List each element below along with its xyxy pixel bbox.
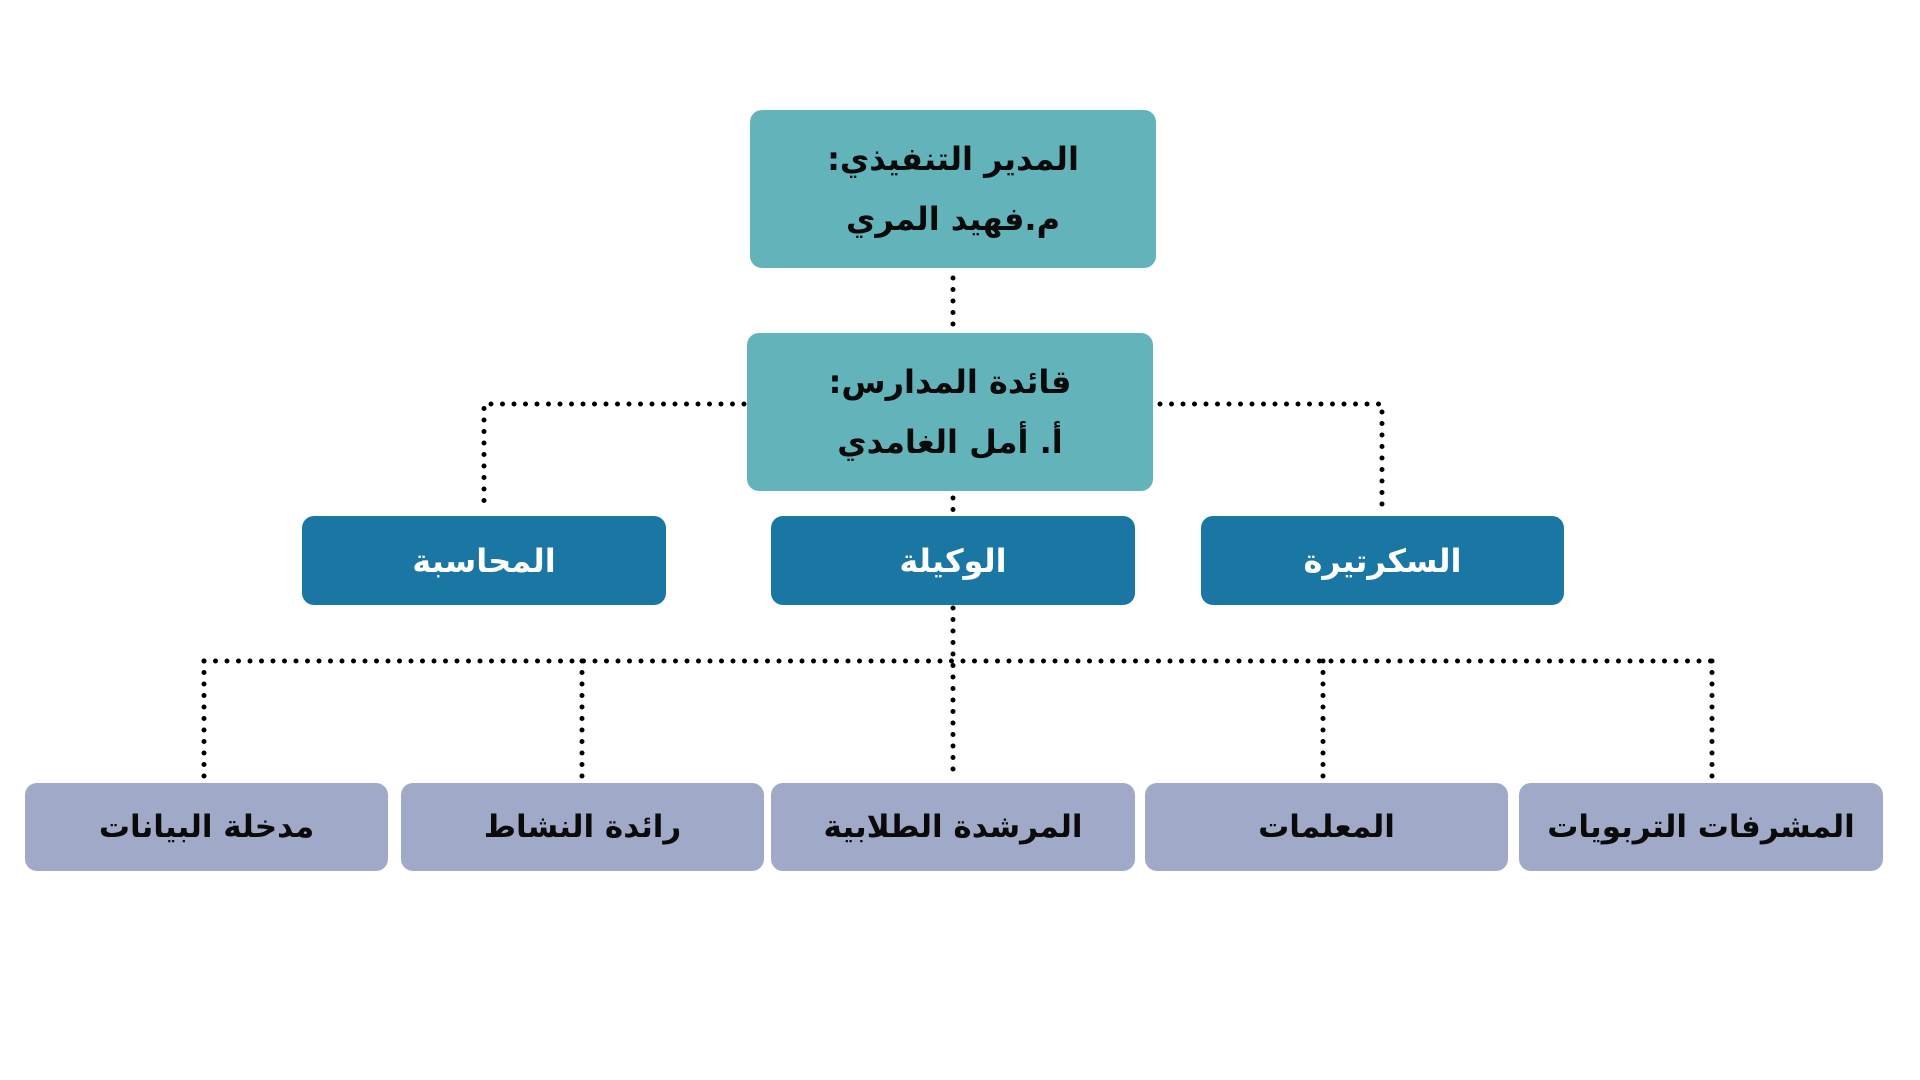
student-counselor-box: المرشدة الطلابية	[771, 783, 1135, 871]
activity-leader-label: رائدة النشاط	[483, 809, 682, 845]
activity-leader-box: رائدة النشاط	[401, 783, 764, 871]
supervisors-box: المشرفات التربويات	[1519, 783, 1883, 871]
deputy-box: الوكيلة	[771, 516, 1135, 605]
accounting-box: المحاسبة	[302, 516, 666, 605]
schools-leader-name: أ. أمل الغامدي	[837, 423, 1063, 461]
deputy-label: الوكيلة	[899, 541, 1007, 580]
connector-leader-to-secretary	[1157, 401, 1385, 511]
teachers-label: المعلمات	[1258, 809, 1395, 845]
executive-title: المدير التنفيذي:	[827, 140, 1079, 178]
connector-leader-to-accounting	[481, 401, 747, 511]
teachers-box: المعلمات	[1145, 783, 1508, 871]
data-entry-box: مدخلة البيانات	[25, 783, 388, 871]
accounting-label: المحاسبة	[412, 541, 556, 580]
student-counselor-label: المرشدة الطلابية	[823, 809, 1083, 845]
secretary-label: السكرتيرة	[1303, 541, 1462, 580]
data-entry-label: مدخلة البيانات	[98, 809, 315, 845]
executive-director-box: المدير التنفيذي: م.فهيد المري	[750, 110, 1156, 268]
schools-leader-title: قائدة المدارس:	[828, 363, 1072, 401]
secretary-box: السكرتيرة	[1201, 516, 1564, 605]
executive-name: م.فهيد المري	[845, 200, 1061, 238]
schools-leader-box: قائدة المدارس: أ. أمل الغامدي	[747, 333, 1153, 491]
supervisors-label: المشرفات التربويات	[1547, 809, 1855, 845]
